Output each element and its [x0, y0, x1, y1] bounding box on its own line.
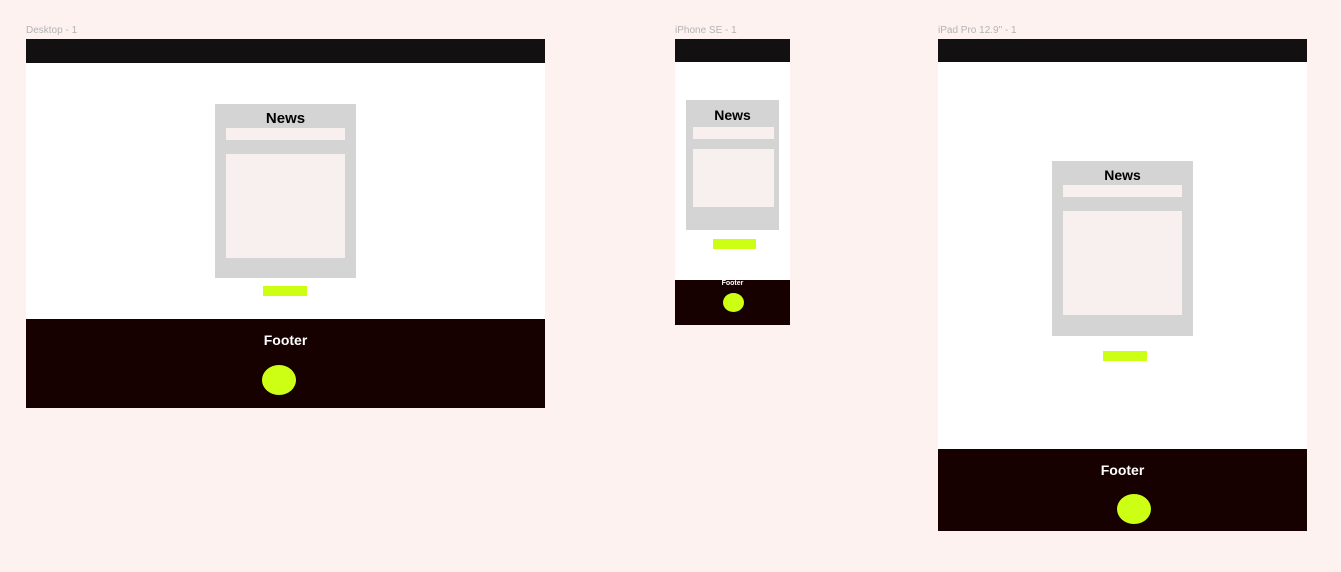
desktop-frame: News Footer	[26, 39, 545, 408]
ipad-footer-circle-button[interactable]	[1117, 494, 1151, 524]
iphone-footer-circle-button[interactable]	[723, 293, 744, 312]
ipad-news-title: News	[1104, 167, 1141, 183]
iphone-news-body-placeholder	[693, 149, 774, 207]
desktop-footer-title: Footer	[263, 332, 308, 348]
ipad-frame: News Footer	[938, 39, 1307, 531]
desktop-news-button[interactable]	[263, 286, 307, 296]
iphone-news-button[interactable]	[713, 239, 756, 249]
desktop-frame-label[interactable]: Desktop - 1	[26, 25, 78, 36]
iphone-footer-title: Footer	[721, 280, 744, 287]
iphone-news-card: News	[686, 100, 779, 230]
desktop-footer-circle-button[interactable]	[262, 365, 296, 395]
iphone-footer: Footer	[675, 280, 790, 325]
desktop-news-body-placeholder	[226, 154, 345, 258]
desktop-footer: Footer	[26, 319, 545, 408]
ipad-header	[938, 39, 1307, 62]
iphone-news-headline-placeholder	[693, 127, 774, 139]
ipad-news-body-placeholder	[1063, 211, 1182, 315]
desktop-news-card: News	[215, 104, 356, 278]
ipad-footer: Footer	[938, 449, 1307, 531]
ipad-news-card: News	[1052, 161, 1193, 336]
desktop-header	[26, 39, 545, 63]
ipad-footer-title: Footer	[1100, 462, 1145, 478]
desktop-news-title: News	[265, 110, 306, 127]
ipad-news-button[interactable]	[1103, 351, 1147, 361]
iphone-news-title: News	[714, 107, 751, 123]
ipad-frame-label[interactable]: iPad Pro 12.9" - 1	[938, 25, 1017, 36]
iphone-frame-label[interactable]: iPhone SE - 1	[675, 25, 737, 36]
iphone-frame: News Footer	[675, 39, 790, 325]
ipad-news-headline-placeholder	[1063, 185, 1182, 197]
desktop-news-headline-placeholder	[226, 128, 345, 140]
iphone-header	[675, 39, 790, 62]
